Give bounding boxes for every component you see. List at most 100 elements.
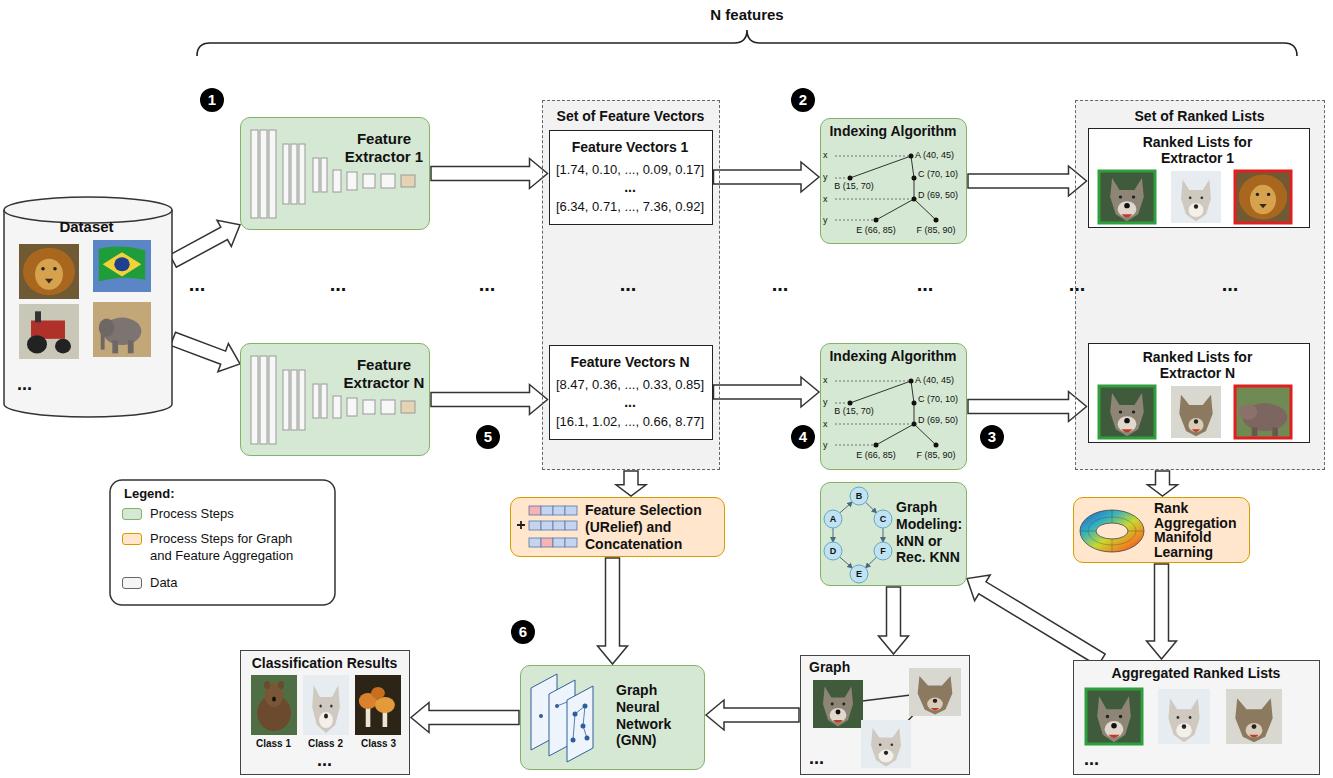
graph-icon: [840, 502, 853, 513]
block-arrow: [170, 220, 240, 267]
dataset-illustration: [93, 240, 151, 292]
cnn-illustration: [321, 384, 327, 418]
cnn-illustration: [269, 356, 276, 444]
node-text: F (85, 90): [911, 450, 961, 461]
node-text: ...: [241, 750, 408, 772]
node-text: F (85, 90): [911, 225, 961, 236]
process-box: Indexing AlgorithmxA (40, 45)yB (15, 70)…: [820, 118, 967, 244]
node-text: y: [823, 172, 833, 183]
node-text: E (66, 85): [851, 225, 901, 236]
data-box: Classification ResultsClass 1Class 2Clas…: [240, 650, 410, 775]
graph-icon: [833, 502, 883, 568]
node-text: D: [825, 545, 841, 557]
ellipsis: ...: [608, 274, 648, 294]
kd-tree-illustration: [914, 403, 915, 424]
node-text: x: [823, 419, 833, 430]
gnn-icon: [531, 674, 593, 762]
data-box: Ranked Lists for Extractor 1: [1088, 128, 1310, 228]
node-text: A: [825, 513, 841, 525]
gnn-icon: [555, 704, 559, 708]
node-text: [16.1, 1.02, ..., 0.66, 8.77]: [550, 414, 711, 430]
brace-label: N features: [687, 6, 807, 24]
cnn-illustration: [291, 370, 297, 430]
kd-tree-illustration: [912, 422, 917, 427]
data-box: Aggregated Ranked Lists...: [1073, 660, 1320, 775]
legend-text: Data: [150, 574, 325, 591]
node-text: B (15, 70): [829, 406, 879, 417]
process-box: Feature Extractor N: [240, 343, 430, 456]
brace: [197, 30, 1297, 56]
callout-number: 3: [980, 425, 1004, 449]
block-arrow: [879, 587, 909, 654]
cnn-illustration: [283, 144, 289, 204]
node-title: Aggregated Ranked Lists: [1074, 665, 1318, 682]
node-text: ...: [550, 179, 711, 196]
kd-tree-illustration: [914, 199, 936, 220]
feature-concat-icon: [565, 506, 577, 515]
ranked-images: [1171, 386, 1221, 438]
gnn-icon: [567, 686, 593, 762]
block-arrow: [714, 162, 820, 192]
node-text: Class 3: [351, 738, 406, 750]
node-title: Graph Neural Network (GNN): [616, 682, 701, 749]
aggregated-images: [1086, 689, 1142, 744]
feature-concat-icon: [529, 506, 541, 515]
node-text: Class 1: [246, 738, 301, 750]
block-arrow: [431, 159, 548, 189]
node-text: A (40, 45): [915, 150, 963, 161]
node-title: Set of Feature Vectors: [543, 108, 718, 125]
ellipsis: ...: [177, 274, 217, 294]
feature-concat-icon: [541, 538, 553, 547]
graph-icon: [866, 557, 877, 568]
aggregated-images: [1086, 689, 1142, 744]
result-images: [355, 675, 401, 735]
kd-tree-illustration: [850, 381, 911, 403]
graph-icon: [824, 542, 842, 560]
dataset-illustration: [4, 197, 172, 417]
legend-title: Legend:: [124, 486, 224, 502]
gnn-icon: [557, 702, 587, 740]
node-title: Graph Modeling: kNN or Rec. KNN: [896, 499, 966, 566]
node-text: E: [851, 568, 867, 580]
cnn-illustration: [381, 400, 395, 414]
node-text: [8.47, 0.36, ..., 0.33, 0.85]: [550, 377, 711, 393]
process-box: Indexing AlgorithmxA (40, 45)yB (15, 70)…: [820, 343, 967, 470]
feature-concat-icon: [565, 538, 577, 547]
kd-tree-illustration: [874, 443, 879, 448]
graph-icon: [883, 528, 884, 542]
node-text: ...: [1084, 749, 1124, 771]
node-text: ...: [550, 394, 711, 411]
gnn-icon: [539, 704, 590, 743]
node-text: ...: [17, 374, 57, 396]
kd-tree-illustration: [914, 178, 915, 199]
feature-concat-icon: [529, 521, 541, 530]
legend-swatch: [122, 577, 142, 589]
node-title: Feature Selection (URelief) and Concaten…: [585, 502, 722, 552]
callout-number: 4: [791, 425, 815, 449]
node-text: C: [875, 513, 891, 525]
gnn-icon: [573, 714, 575, 740]
feature-concat-icon: [541, 521, 553, 530]
node-text: y: [823, 440, 833, 451]
block-arrow: [714, 377, 820, 407]
kd-tree-illustration: [835, 445, 873, 446]
node-title: Ranked Lists for Extractor 1: [1123, 134, 1273, 168]
feature-concat-icon: [529, 506, 577, 547]
dataset-illustration: [93, 302, 151, 357]
node-text: D (69, 50): [918, 190, 964, 201]
kd-tree-illustration: [876, 199, 914, 220]
aggregation-box: Rank Aggregation Manifold Learning: [1073, 497, 1250, 563]
kd-tree-illustration: [912, 176, 917, 181]
data-box: Feature Vectors 1[1.74, 0.10, ..., 0.09,…: [549, 130, 713, 225]
process-box: Graph Modeling: kNN or Rec. KNNABCDEF: [820, 482, 967, 586]
callout-number: 1: [200, 88, 224, 112]
ellipsis: ...: [1210, 274, 1250, 294]
node-text: Class 2: [298, 738, 353, 750]
kd-tree-illustration: [835, 199, 911, 200]
graph-images: [813, 680, 863, 728]
node-text: [1.74, 0.10, ..., 0.09, 0.17]: [550, 162, 711, 178]
result-images: [303, 675, 349, 735]
cnn-illustration: [251, 356, 258, 444]
graph-icon: [874, 542, 892, 560]
manifold-icon: [1080, 510, 1144, 552]
